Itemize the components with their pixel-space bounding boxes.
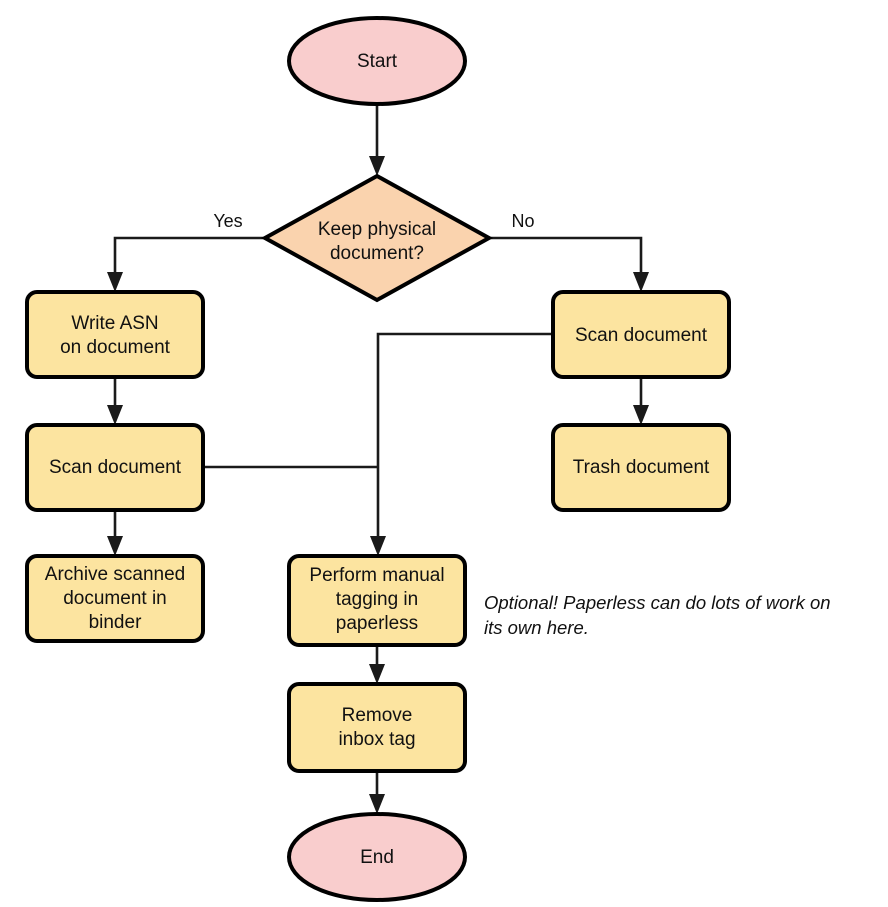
write-asn-label-line1: Write ASN (71, 313, 158, 334)
tagging-label-line1: Perform manual (309, 565, 444, 586)
end-label: End (360, 847, 394, 868)
trash-shape (551, 423, 731, 512)
node-remove-inbox-tag[interactable]: Remove inbox tag (287, 682, 467, 773)
node-scan-document-right[interactable]: Scan document (551, 290, 731, 379)
trash-label: Trash document (573, 457, 710, 478)
edge-scan-left-to-archive (107, 510, 123, 556)
edge-write-asn-to-scan-left (107, 377, 123, 425)
connector-layer (107, 105, 649, 814)
edge-scan-right-to-tagging (370, 332, 552, 556)
tagging-shape (287, 554, 467, 647)
edge-scan-right-to-trash (633, 377, 649, 425)
archive-label-line1: Archive scanned (45, 564, 185, 585)
node-perform-manual-tagging[interactable]: Perform manual tagging in paperless (287, 554, 467, 647)
scan-left-label: Scan document (49, 457, 182, 478)
write-asn-shape (25, 290, 205, 379)
node-scan-document-left[interactable]: Scan document (25, 423, 205, 512)
edge-label-no: No (511, 211, 534, 231)
node-decision-keep-physical-document[interactable]: Keep physical document? (260, 173, 494, 303)
edge-tagging-to-remove-inbox (369, 645, 385, 684)
end-shape (287, 812, 467, 902)
node-start[interactable]: Start (287, 16, 467, 106)
node-write-asn-on-document[interactable]: Write ASN on document (25, 290, 205, 379)
scan-right-shape (551, 290, 731, 379)
edge-decision-to-scan-right (489, 236, 649, 292)
optional-note-line1: Optional! Paperless can do lots of work … (484, 592, 831, 613)
decision-shape (260, 173, 494, 303)
write-asn-label-line2: on document (60, 337, 171, 358)
archive-label-line2: document in (63, 588, 167, 609)
edge-decision-to-write-asn (107, 236, 265, 292)
start-label: Start (357, 51, 398, 72)
edge-label-yes: Yes (213, 211, 242, 231)
remove-inbox-shape (287, 682, 467, 773)
scan-left-shape (25, 423, 205, 512)
node-end[interactable]: End (287, 812, 467, 902)
node-trash-document[interactable]: Trash document (551, 423, 731, 512)
optional-note-line2: its own here. (484, 617, 589, 638)
start-shape (287, 16, 467, 106)
scan-right-label: Scan document (575, 325, 708, 346)
node-archive-scanned-document[interactable]: Archive scanned document in binder (25, 554, 205, 643)
remove-inbox-label-line1: Remove (342, 705, 413, 726)
decision-label-line1: Keep physical (318, 219, 436, 240)
remove-inbox-label-line2: inbox tag (338, 729, 415, 750)
archive-label-line3: binder (89, 612, 142, 633)
decision-label-line2: document? (330, 243, 424, 264)
tagging-label-line2: tagging in (336, 589, 418, 610)
edge-start-to-decision (369, 105, 385, 176)
edge-remove-inbox-to-end (369, 771, 385, 814)
archive-shape (25, 554, 205, 643)
optional-note: Optional! Paperless can do lots of work … (484, 592, 831, 638)
tagging-label-line3: paperless (336, 613, 418, 634)
